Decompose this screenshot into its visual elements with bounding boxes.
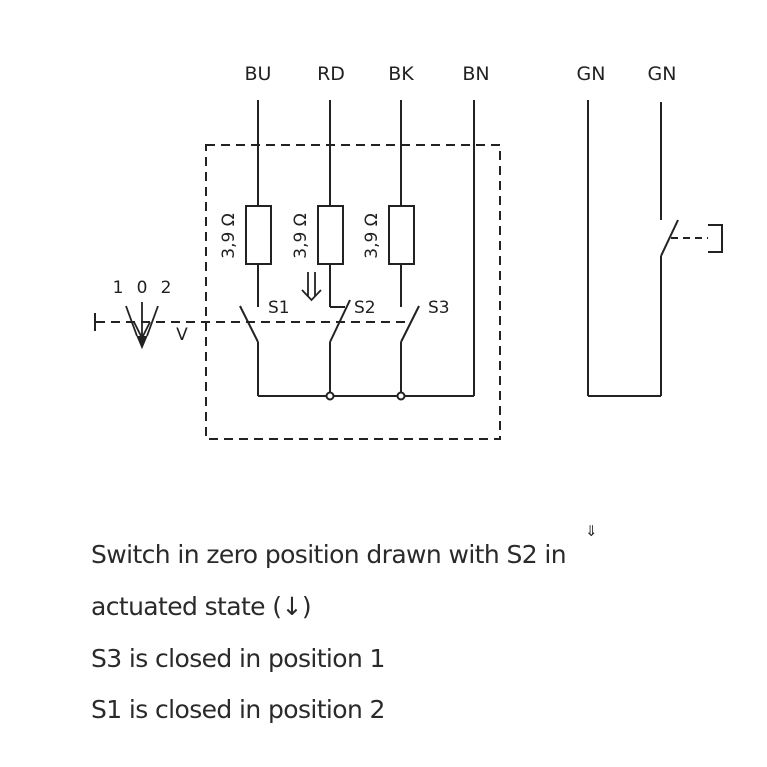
position-label-0: 0	[137, 278, 148, 298]
actuation-double-arrow-icon	[301, 272, 322, 302]
resistor-2	[317, 205, 344, 265]
branch-bn	[258, 100, 475, 401]
caption-line-4: S1 is closed in position 2	[91, 695, 385, 724]
wire-label-bk: BK	[388, 63, 414, 85]
branch-bu	[239, 100, 272, 396]
position-label-1: 1	[113, 278, 124, 298]
switch-label-s1: S1	[268, 298, 290, 318]
caption-line-2: actuated state (↓)	[91, 592, 312, 621]
gn-switch-blade	[660, 219, 679, 257]
resistor-3	[388, 205, 415, 265]
wire-label-bu: BU	[245, 63, 272, 85]
caption-line-2-text: actuated state (	[91, 592, 282, 621]
junction-node-2	[396, 391, 406, 401]
resistor-3-value: 3,9 Ω	[362, 213, 382, 258]
caption-double-arrow-icon: ⇓	[585, 522, 598, 540]
wire-label-rd: RD	[317, 63, 345, 85]
switch-enclosure	[205, 144, 501, 440]
caption-line-2-close: )	[301, 592, 312, 621]
caption-line-4-text: S1 is closed in position 2	[91, 695, 385, 724]
down-arrow-icon: ↓	[281, 592, 302, 621]
caption-line-1-text: Switch in zero position drawn with S2 in	[91, 540, 567, 569]
resistor-1-value: 3,9 Ω	[219, 213, 239, 258]
selector-v-label: V	[176, 325, 188, 345]
wire-label-bn: BN	[462, 63, 489, 85]
switch-label-s2: S2	[354, 298, 376, 318]
switch-label-s3: S3	[428, 298, 450, 318]
wire-label-gn-2: GN	[648, 63, 677, 85]
resistor-2-value: 3,9 Ω	[291, 213, 311, 258]
branch-bk	[388, 100, 420, 396]
rotary-selector-icon	[125, 302, 159, 350]
resistor-1	[245, 205, 272, 265]
caption-line-1: Switch in zero position drawn with S2 in	[91, 540, 567, 569]
wire-label-gn-1: GN	[577, 63, 606, 85]
caption-line-3-text: S3 is closed in position 1	[91, 644, 385, 673]
caption-line-3: S3 is closed in position 1	[91, 644, 385, 673]
push-button-actuator-icon	[708, 224, 723, 253]
junction-node-1	[325, 391, 335, 401]
gn-loop	[587, 100, 723, 397]
position-label-2: 2	[161, 278, 172, 298]
